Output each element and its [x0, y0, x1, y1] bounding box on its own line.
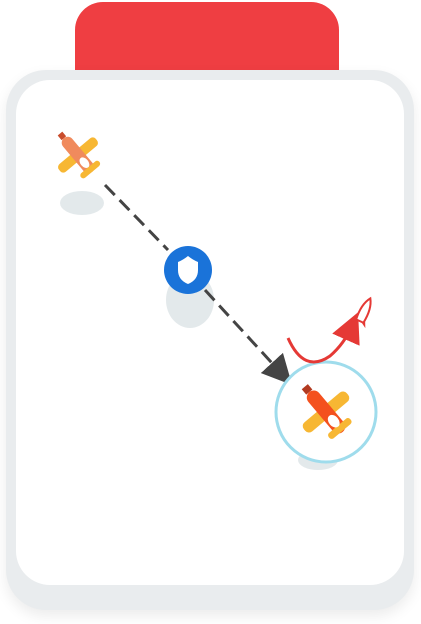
- plane-icon[interactable]: [283, 369, 364, 450]
- rocket-icon: [350, 296, 372, 329]
- flight-path-arrow: [203, 288, 293, 386]
- curve-arrow: [286, 312, 360, 364]
- flight-path-segment: [103, 183, 170, 252]
- shield-icon[interactable]: [164, 246, 212, 294]
- plane-shadow: [60, 191, 104, 215]
- plane-icon: [57, 131, 101, 179]
